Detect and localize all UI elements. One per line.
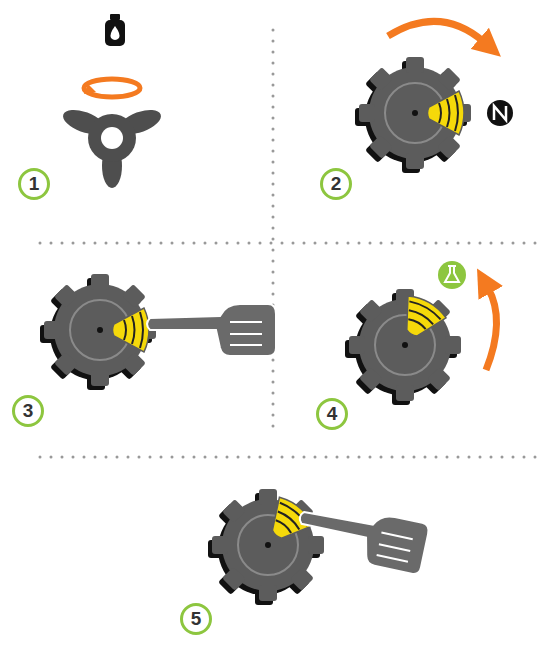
callout-number: 3 [12, 395, 44, 427]
callout-number: 4 [316, 398, 348, 430]
callout-number: 2 [320, 168, 352, 200]
callout-number: 5 [180, 603, 212, 635]
callout-number: 1 [18, 168, 50, 200]
